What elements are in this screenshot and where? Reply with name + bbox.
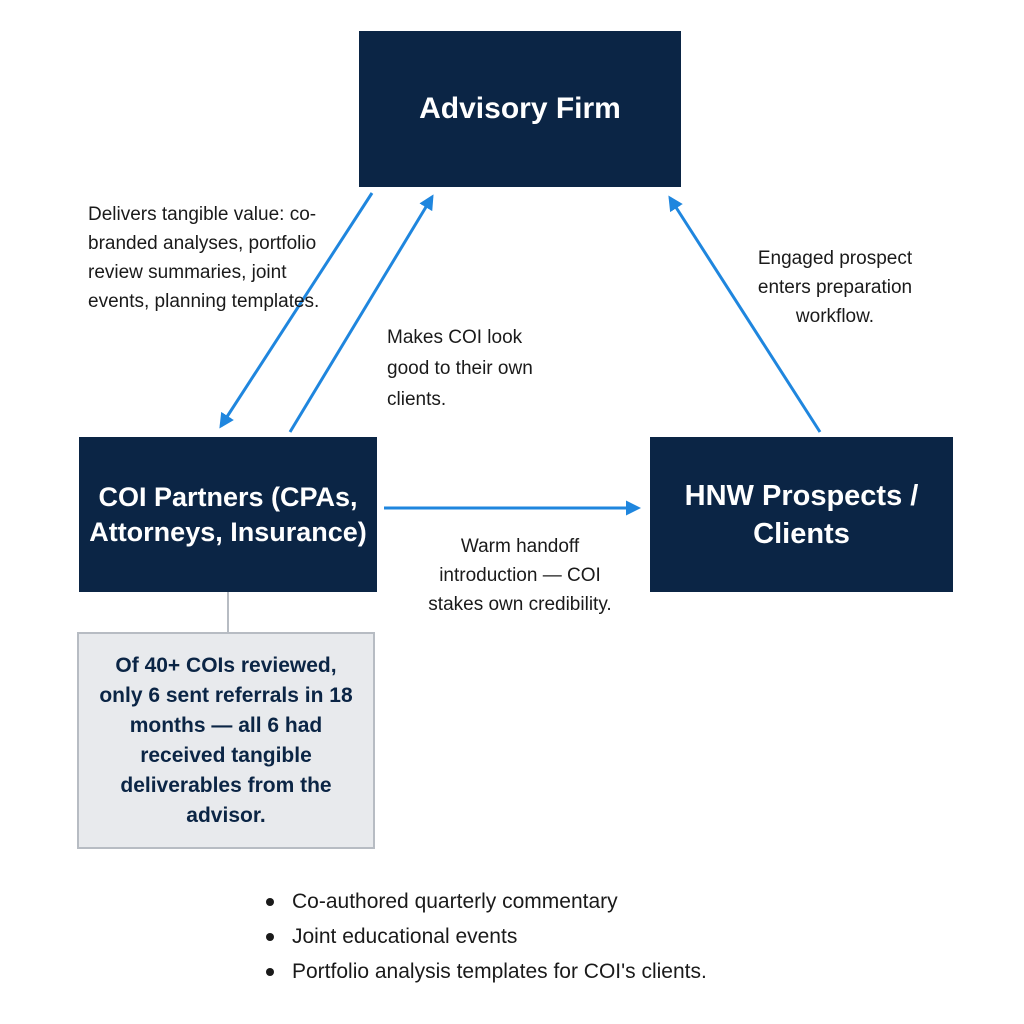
hnw-prospects-label: HNW Prospects / Clients [684, 479, 919, 550]
list-item-text: Joint educational events [292, 925, 518, 948]
hnw-prospects-node: HNW Prospects / Clients [650, 437, 953, 592]
list-item: Joint educational events [262, 919, 707, 954]
delivers-value-label: Delivers tangible value: co-branded anal… [88, 204, 320, 312]
coi-partners-label: COI Partners (CPAs, Attorneys, Insurance… [89, 481, 367, 547]
callout-connector [227, 592, 229, 632]
advisory-firm-node: Advisory Firm [359, 31, 681, 187]
list-item: Co-authored quarterly commentary [262, 884, 707, 919]
list-item: Portfolio analysis templates for COI's c… [262, 954, 707, 989]
bullet-dot [266, 968, 274, 976]
list-item-text: Portfolio analysis templates for COI's c… [292, 960, 707, 983]
bullet-dot [266, 898, 274, 906]
list-item-text: Co-authored quarterly commentary [292, 890, 618, 913]
advisory-firm-label: Advisory Firm [419, 92, 621, 125]
warm-handoff-label: Warm handoff introduction — COI stakes o… [428, 536, 612, 615]
bullet-dot [266, 933, 274, 941]
engaged-prospect-label: Engaged prospect enters preparation work… [757, 248, 913, 327]
callout-text: Of 40+ COIs reviewed, only 6 sent referr… [99, 653, 353, 827]
coi-partners-node: COI Partners (CPAs, Attorneys, Insurance… [79, 437, 377, 592]
makes-coi-look-good-label: Makes COI look good to their own clients… [387, 327, 533, 410]
referral-stats-callout: Of 40+ COIs reviewed, only 6 sent referr… [77, 632, 375, 849]
deliverables-list: Co-authored quarterly commentary Joint e… [262, 884, 707, 989]
